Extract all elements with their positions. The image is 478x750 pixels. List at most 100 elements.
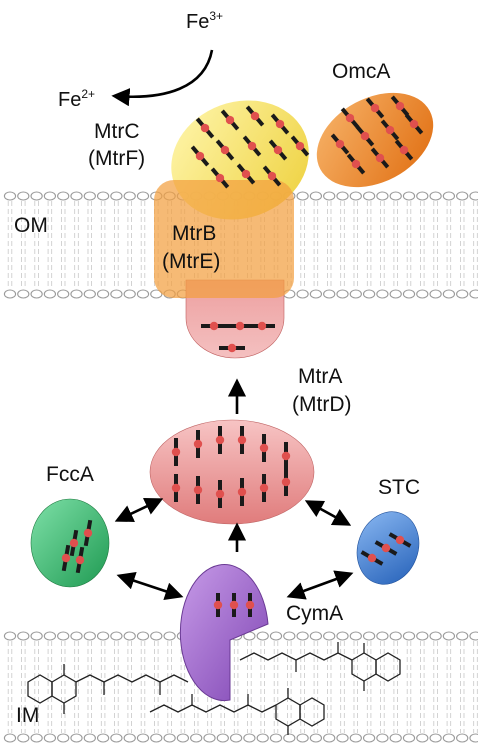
om-lipid-head — [323, 191, 336, 201]
heme-group-icon — [227, 321, 253, 331]
heme-group-icon — [220, 109, 240, 131]
im-lipid-head — [269, 733, 283, 743]
mtra-label: MtrA — [298, 365, 342, 388]
im-lipid-head — [30, 631, 43, 641]
heme-group-icon — [346, 153, 366, 175]
om-lipid-head — [362, 289, 376, 299]
cyma-label: CymA — [286, 602, 343, 625]
fe-reduction-arrow — [111, 49, 214, 107]
im-lipid-head — [389, 733, 402, 743]
im-lipid-head — [123, 733, 136, 743]
fcca-cyma-double-arrow — [116, 571, 184, 601]
om-lipid-head — [389, 191, 402, 201]
heme-group-icon — [75, 546, 85, 574]
om-lipid-head — [296, 289, 309, 299]
om-lipid-head — [17, 191, 30, 201]
im-lipid-head — [150, 733, 163, 743]
heme-group-icon — [215, 480, 225, 508]
heme-group-icon — [370, 147, 390, 169]
fe2-label: Fe2+ — [58, 87, 95, 111]
om-lipid-head — [96, 289, 110, 299]
mtre-label: (MtrE) — [162, 250, 220, 273]
im-lipid-head — [136, 631, 150, 641]
im-lipid-head — [150, 631, 163, 641]
menaquinone-structure-icon — [27, 642, 401, 735]
im-lipid-head — [163, 733, 176, 743]
im-lipid-head — [256, 733, 269, 743]
om-lipid-head — [17, 289, 30, 299]
heme-group-icon — [245, 593, 255, 617]
heme-group-icon — [83, 519, 93, 547]
stc-cyma-double-arrow — [286, 570, 354, 600]
im-lipid-head — [203, 733, 216, 743]
im-lipid-head — [456, 631, 469, 641]
om-lipid-head — [376, 191, 389, 201]
om-lipid-head — [309, 289, 323, 299]
heme-group-icon — [355, 125, 375, 147]
om-lipid-head — [349, 289, 362, 299]
im-lipid-head — [17, 631, 30, 641]
im-lipid-head — [243, 733, 256, 743]
mtrc-label: MtrC — [94, 120, 140, 143]
om-lipid-head — [429, 289, 442, 299]
heme-group-icon — [237, 478, 247, 506]
im-lipid-head — [429, 631, 442, 641]
om-lipid-head — [110, 289, 123, 299]
heme-group-icon — [259, 474, 269, 502]
im-lipid-head — [70, 733, 83, 743]
heme-group-icon — [193, 476, 203, 504]
im-lipid-head — [43, 631, 57, 641]
im-lipid-head — [216, 733, 229, 743]
im-lipid-head — [190, 733, 203, 743]
im-lipid-head — [442, 733, 456, 743]
om-label: OM — [14, 214, 48, 237]
heme-group-icon — [365, 97, 385, 119]
om-lipid-head — [57, 289, 70, 299]
fcca-label: FccA — [46, 463, 94, 486]
im-lipid-head — [402, 733, 416, 743]
im-lipid-head — [429, 733, 442, 743]
im-lipid-head — [269, 631, 283, 641]
im-lipid-head — [389, 631, 402, 641]
heme-group-icon — [388, 532, 412, 548]
heme-group-icon — [171, 438, 181, 466]
im-lipid-head — [256, 631, 269, 641]
fe3-label: Fe3+ — [186, 9, 223, 33]
im-lipid-head — [336, 733, 349, 743]
im-lipid-head — [456, 733, 469, 743]
om-lipid-head — [136, 289, 150, 299]
im-lipid-head — [30, 733, 43, 743]
im-lipid-head — [163, 631, 176, 641]
heme-group-icon — [281, 442, 291, 470]
heme-group-icon — [171, 474, 181, 502]
im-lipid-head — [416, 631, 429, 641]
im-lipid-head — [349, 631, 362, 641]
heme-group-icon — [69, 529, 79, 557]
heme-group-icon — [195, 117, 215, 139]
om-lipid-head — [442, 289, 456, 299]
im-lipid-head — [57, 733, 70, 743]
im-lipid-head — [296, 733, 309, 743]
heme-group-icon — [290, 135, 310, 157]
om-lipid-head — [349, 191, 362, 201]
im-lipid-head — [83, 733, 96, 743]
im-lipid-head — [362, 733, 376, 743]
im-lipid-head — [349, 733, 362, 743]
im-lipid-head — [469, 733, 478, 743]
heme-group-icon — [340, 107, 360, 129]
om-lipid-head — [296, 191, 309, 201]
mtrf-label: (MtrF) — [88, 147, 145, 170]
im-lipid-head — [17, 733, 30, 743]
im-lipid-head — [57, 631, 70, 641]
mtrd-label: (MtrD) — [292, 393, 351, 416]
stc-label: STC — [378, 476, 420, 499]
heme-group-icon — [281, 468, 291, 496]
om-lipid-head — [336, 191, 349, 201]
im-lipid-head — [83, 631, 96, 641]
im-lipid-head — [376, 631, 389, 641]
om-lipid-head — [123, 289, 136, 299]
om-lipid-head — [429, 191, 442, 201]
om-lipid-head — [30, 289, 43, 299]
im-lipid-head — [309, 733, 323, 743]
om-lipid-head — [309, 191, 323, 201]
